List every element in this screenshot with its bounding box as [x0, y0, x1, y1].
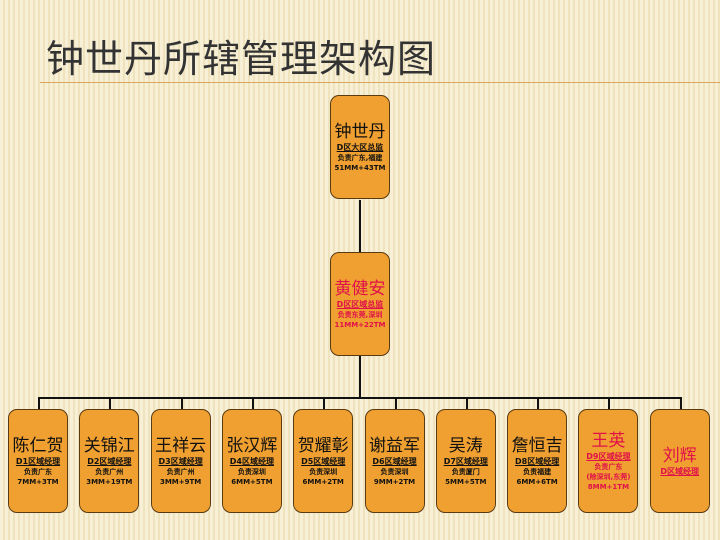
node-area: 负责广州 [95, 467, 124, 476]
node-area: 负责厦门 [451, 467, 480, 476]
node-area: 负责福建 [523, 467, 552, 476]
node-role: D区域经理 [660, 466, 699, 476]
node-role: D4区域经理 [229, 456, 274, 466]
node-role: D3区域经理 [158, 456, 203, 466]
node-role: D区区域总监 [336, 299, 384, 309]
node-count: 3MM+19TM [86, 477, 133, 486]
node-name: 王祥云 [155, 435, 207, 456]
connector [359, 356, 361, 398]
node-count: 6MM+2TM [302, 477, 344, 486]
node-area: 负责深圳 [237, 467, 266, 476]
node-area: 负责广州 [166, 467, 195, 476]
node-area2: (除深圳,东莞) [586, 472, 631, 481]
connector [359, 200, 361, 252]
node-area: 负责东莞,深圳 [337, 310, 383, 319]
node-name: 王英 [591, 430, 626, 451]
node-area: 负责广东 [24, 467, 52, 476]
node-role: D5区域经理 [301, 456, 346, 466]
node-role: D区大区总监 [336, 142, 384, 152]
node-name: 刘辉 [662, 445, 697, 466]
node-count: 51MM+43TM [334, 163, 386, 172]
node-role: D8区域经理 [514, 456, 560, 466]
node-role: D1区域经理 [15, 456, 61, 466]
connector [180, 398, 183, 409]
node-count: 5MM+5TM [445, 477, 487, 486]
connector [38, 398, 40, 409]
connector [394, 398, 397, 409]
node-count: 6MM+6TM [516, 477, 558, 486]
connector [465, 398, 468, 409]
org-node-top[interactable]: 钟世丹 D区大区总监 负责广东,福建 51MM+43TM [330, 95, 390, 199]
node-area: 负责广东 [594, 462, 623, 471]
page-title: 钟世丹所辖管理架构图 [46, 37, 437, 81]
node-name: 黄健安 [334, 278, 386, 299]
node-name: 谢益军 [369, 435, 420, 456]
node-area: 负责广东,福建 [337, 153, 383, 162]
node-count: 7MM+3TM [17, 477, 59, 486]
node-count: 9MM+2TM [373, 477, 416, 486]
node-role: D2区域经理 [87, 456, 132, 466]
connector [251, 398, 254, 409]
node-role: D7区域经理 [443, 456, 488, 466]
node-area: 负责深圳 [380, 467, 409, 476]
node-count: 6MM+5TM [231, 477, 273, 486]
node-name: 吴涛 [448, 435, 483, 456]
title-divider [40, 82, 720, 83]
connector [38, 397, 682, 399]
node-name: 贺耀彰 [297, 435, 349, 456]
connector [679, 398, 682, 409]
connector [323, 398, 326, 409]
node-count: 3MM+9TM [159, 477, 202, 486]
node-count: 11MM+22TM [334, 320, 386, 329]
connector [608, 398, 611, 409]
node-role: D6区域经理 [372, 456, 417, 466]
node-name: 张汉辉 [226, 435, 278, 456]
connector [109, 398, 112, 409]
node-name: 钟世丹 [334, 121, 386, 142]
node-name: 詹恒吉 [511, 435, 563, 456]
node-name: 陈仁贺 [12, 435, 64, 456]
connector [537, 398, 540, 409]
node-area: 负责深圳 [309, 467, 338, 476]
node-name: 关锦江 [83, 435, 135, 456]
node-count: 8MM+1TM [587, 482, 630, 491]
org-node-second[interactable]: 黄健安 D区区域总监 负责东莞,深圳 11MM+22TM [330, 252, 390, 356]
node-role: D9区域经理 [586, 451, 631, 461]
